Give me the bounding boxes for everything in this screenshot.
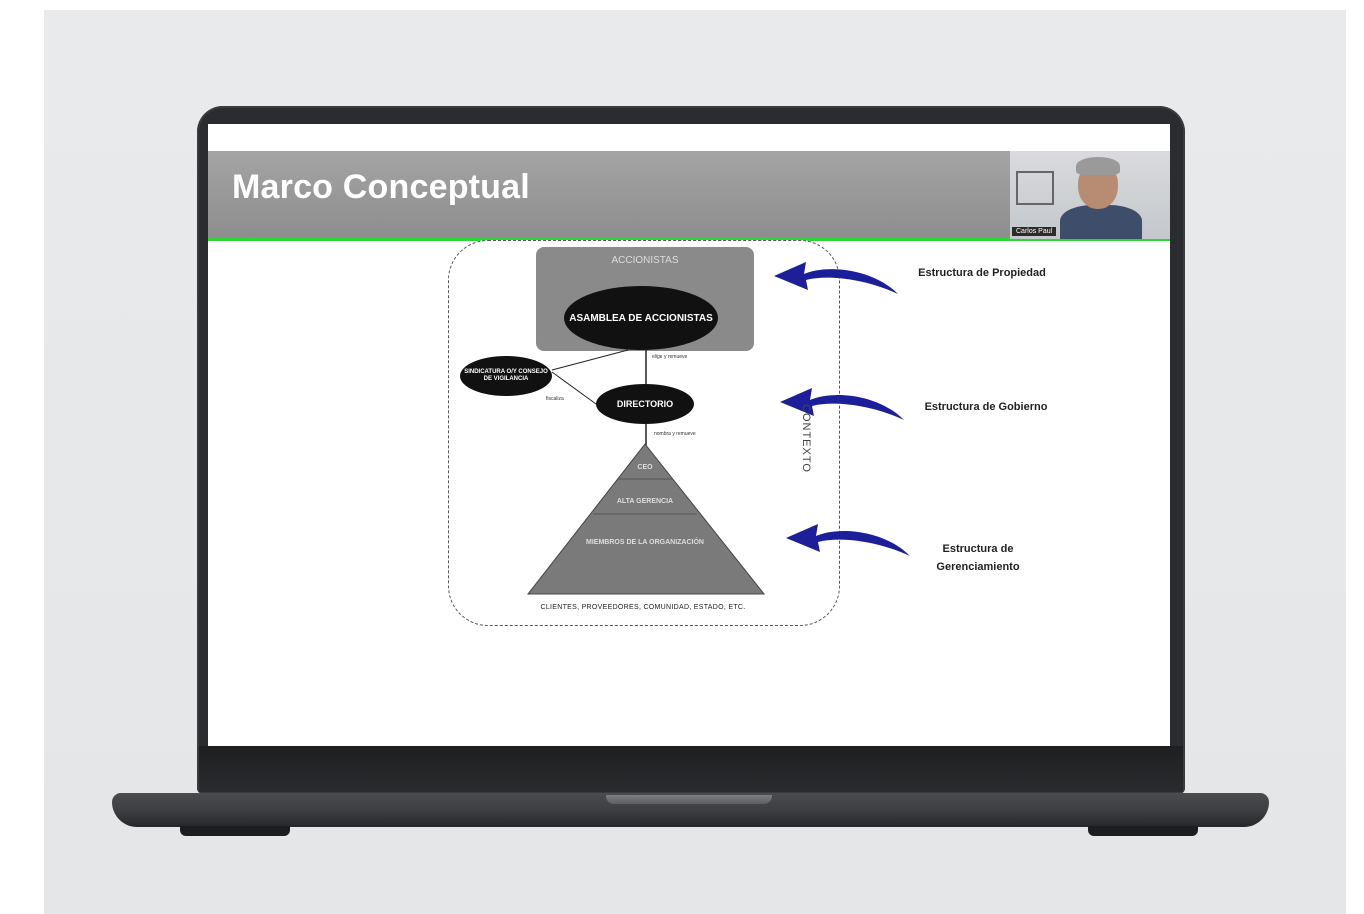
organization-pyramid — [526, 443, 766, 595]
estructura-gobierno-label: Estructura de Gobierno — [924, 401, 1048, 413]
directorio-node: DIRECTORIO — [596, 384, 694, 424]
accionistas-label: ACCIONISTAS — [611, 255, 679, 266]
laptop-foot-right — [1088, 826, 1198, 836]
participant-hair — [1076, 157, 1120, 175]
estructura-gerenciamiento-label: Estructura de Gerenciamiento — [936, 543, 1020, 573]
arrow-propiedad-icon — [774, 262, 898, 294]
stakeholders-label: CLIENTES, PROVEEDORES, COMUNIDAD, ESTADO… — [540, 604, 746, 611]
contexto-label: CONTEXTO — [800, 404, 812, 473]
participant-body — [1060, 205, 1142, 239]
header-accent-line — [208, 237, 1170, 241]
wall-frame — [1016, 171, 1054, 205]
participant-video-tile[interactable]: Carlos Paul — [1010, 151, 1170, 239]
estructura-propiedad-label: Estructura de Propiedad — [918, 267, 1046, 279]
asamblea-node: ASAMBLEA DE ACCIONISTAS — [564, 286, 718, 350]
sindicatura-node: SINDICATURA O/Y CONSEJO DE VIGILANCIA — [460, 356, 552, 396]
arrow-gerenciamiento-icon — [786, 524, 910, 556]
diagram-connectors — [526, 262, 910, 595]
ceo-label: CEO — [637, 464, 653, 471]
elige-label: elige y remueve — [652, 354, 688, 360]
laptop-notch — [606, 795, 772, 804]
miembros-label: MIEMBROS DE LA ORGANIZACIÓN — [586, 539, 704, 546]
alta-gerencia-label: ALTA GERENCIA — [616, 498, 674, 505]
slide-header — [208, 151, 1170, 239]
nombra-label: nombra y remueve — [654, 431, 696, 437]
laptop-chin — [199, 746, 1183, 792]
fiscaliza-label: fiscaliza — [546, 396, 564, 402]
participant-name-tag: Carlos Paul — [1012, 227, 1057, 236]
arrow-gobierno-icon — [780, 388, 904, 420]
slide-title: Marco Conceptual — [232, 168, 530, 206]
laptop-foot-left — [180, 826, 290, 836]
slide-screen: Marco Conceptual Carlos Paul ACCIONISTAS… — [208, 124, 1170, 746]
